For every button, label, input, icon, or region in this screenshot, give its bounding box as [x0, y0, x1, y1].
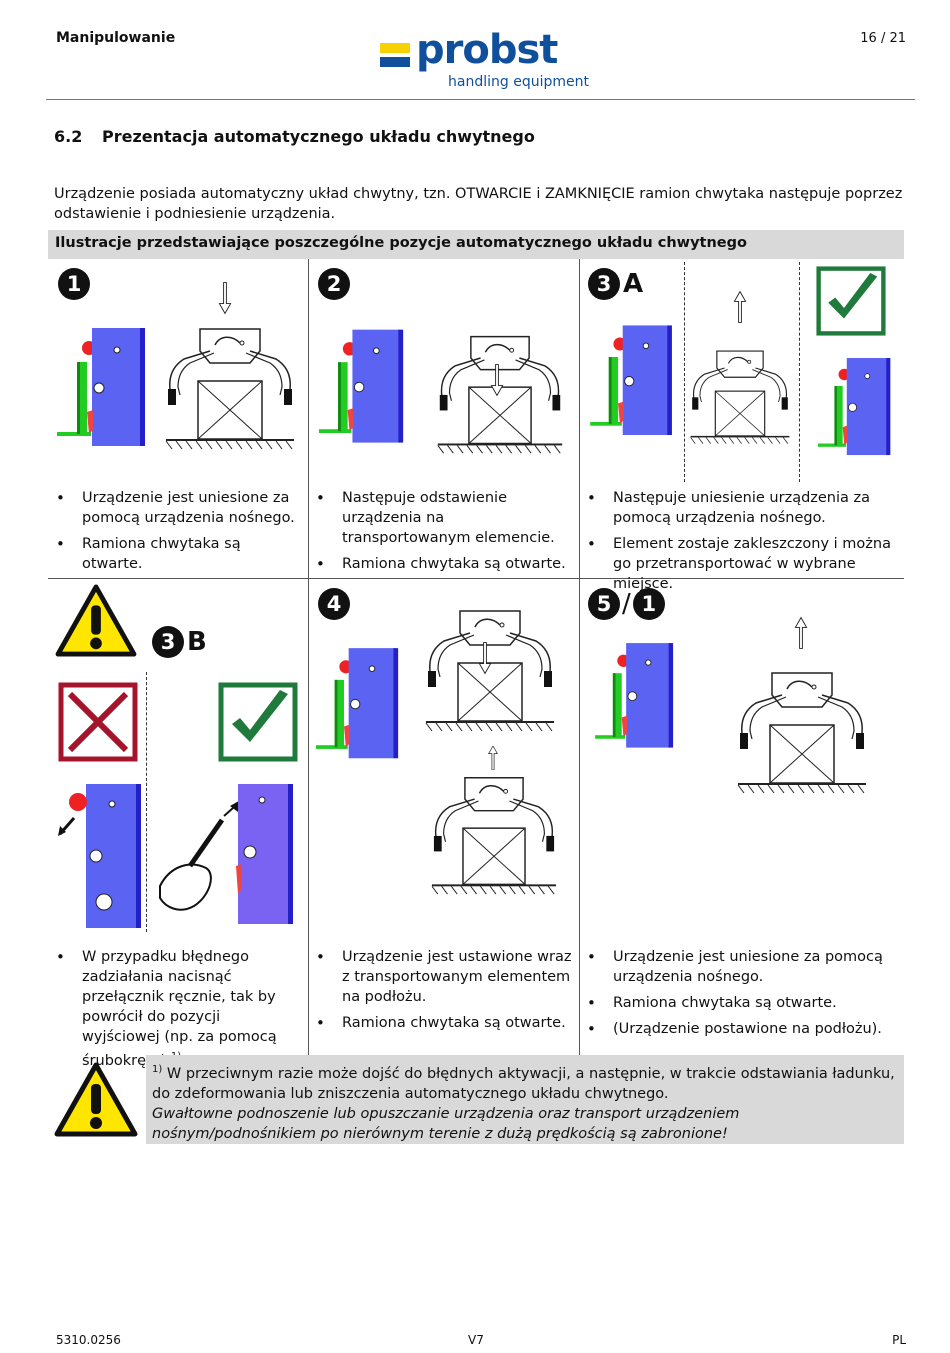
- list-item: Urządzenie jest uniesione za pomocą urzą…: [52, 488, 302, 528]
- check-mark-icon: [816, 266, 886, 336]
- list-item: Następuje uniesienie urządzenia za pomoc…: [583, 488, 901, 528]
- device-lowered-image: [316, 322, 408, 456]
- dashed-divider: [146, 672, 147, 932]
- table-header-title: Ilustracje przedstawiające poszczególne …: [55, 235, 747, 251]
- warning-note: 1) W przeciwnym razie może dojść do błęd…: [146, 1055, 904, 1144]
- step-letter: A: [623, 269, 644, 299]
- list-item: Ramiona chwytaka są otwarte.: [52, 534, 302, 574]
- device-set-down-image: [316, 640, 400, 772]
- grid-line: [308, 259, 309, 1055]
- cell-2-bullets: Następuje odstawienie urządzenia na tran…: [312, 488, 574, 580]
- step-letter: B: [187, 627, 207, 657]
- device-reset-image: [590, 636, 680, 760]
- page-number: 16 / 21: [860, 31, 906, 46]
- header-section-name: Manipulowanie: [56, 30, 176, 46]
- list-item: Urządzenie jest ustawione wraz z transpo…: [312, 947, 576, 1007]
- footer-doc-number: 5310.0256: [56, 1333, 121, 1347]
- screwdriver-hand-icon: [159, 784, 293, 924]
- step-1-marker: 1: [58, 268, 90, 300]
- step-number: 3: [152, 626, 184, 658]
- list-item: Ramiona chwytaka są otwarte.: [312, 554, 574, 574]
- grid-line: [579, 259, 580, 1055]
- step-5-1-marker: 5/1: [588, 588, 665, 620]
- arrow-down-icon: [478, 636, 492, 680]
- list-item: Urządzenie jest uniesione za pomocą urzą…: [583, 947, 901, 987]
- cell-1-bullets: Urządzenie jest uniesione za pomocą urzą…: [52, 488, 302, 580]
- grid-line: [48, 578, 904, 579]
- logo-word: probst: [416, 27, 558, 73]
- step-2-marker: 2: [318, 268, 350, 300]
- warning-triangle-icon: [54, 584, 138, 658]
- warning-triangle-icon: [54, 1062, 138, 1138]
- device-closed-image: [818, 346, 892, 472]
- list-item: Element zostaje zakleszczony i można go …: [583, 534, 901, 594]
- list-item: Następuje odstawienie urządzenia na tran…: [312, 488, 574, 548]
- step-number: 5: [588, 588, 620, 620]
- table-header-band: Ilustracje przedstawiające poszczególne …: [48, 230, 904, 259]
- section-title: Prezentacja automatycznego układu chwytn…: [102, 127, 535, 146]
- gripper-closed-image: [686, 330, 794, 460]
- intro-paragraph: Urządzenie posiada automatyczny układ ch…: [54, 186, 903, 222]
- arrow-up-icon: [733, 288, 747, 326]
- step-number: 1: [58, 268, 90, 300]
- step-number-2: 1: [632, 588, 665, 620]
- list-item: W przypadku błędnego zadziałania nacisną…: [52, 947, 302, 1071]
- step-number: 3: [588, 268, 620, 300]
- cell-3b-bullets: W przypadku błędnego zadziałania nacisną…: [52, 947, 302, 1077]
- step-number: 2: [318, 268, 350, 300]
- logo-mark-icon-bar: [380, 57, 410, 67]
- device-raised-image: [56, 320, 148, 460]
- step-4-marker: 4: [318, 588, 350, 620]
- list-item: Ramiona chwytaka są otwarte.: [312, 1013, 576, 1033]
- warning-note-text: 1) W przeciwnym razie może dojść do błęd…: [152, 1060, 897, 1144]
- cell-3a-bullets: Następuje uniesienie urządzenia za pomoc…: [583, 488, 901, 600]
- check-mark-icon: [218, 682, 298, 762]
- logo-tagline: handling equipment: [448, 74, 589, 90]
- step-separator: /: [622, 589, 631, 619]
- cell-5-bullets: Urządzenie jest uniesione za pomocą urzą…: [583, 947, 901, 1045]
- gripper-open-image: [160, 318, 300, 454]
- footer-version: V7: [468, 1333, 484, 1347]
- arrow-up-icon: [486, 746, 500, 770]
- header-rule: [46, 99, 915, 100]
- note-line-2: Gwałtowne podnoszenie lub opuszczanie ur…: [152, 1105, 740, 1142]
- arrow-down-icon: [490, 360, 504, 400]
- probst-logo: probst handling equipment: [378, 27, 593, 95]
- gripper-lifted-image: [732, 660, 872, 800]
- dashed-divider: [684, 262, 685, 482]
- step-number: 4: [318, 588, 350, 620]
- gripper-released-image: [424, 770, 564, 896]
- list-item-text: W przypadku błędnego zadziałania nacisną…: [82, 949, 277, 1069]
- note-line-1: W przeciwnym razie może dojść do błędnyc…: [152, 1065, 895, 1102]
- section-heading: 6.2 Prezentacja automatycznego układu chw…: [54, 127, 535, 146]
- cross-mark-icon: [58, 682, 138, 762]
- cell-4-bullets: Urządzenie jest ustawione wraz z transpo…: [312, 947, 576, 1039]
- section-number: 6.2: [54, 127, 83, 146]
- footer-language: PL: [892, 1333, 906, 1347]
- device-lifting-image: [588, 318, 676, 448]
- footnote-mark: 1): [152, 1064, 163, 1075]
- arrow-down-icon: [218, 280, 232, 316]
- arrow-up-icon: [794, 612, 808, 654]
- logo-mark-icon: [380, 43, 410, 53]
- list-item: (Urządzenie postawione na podłożu).: [583, 1019, 901, 1039]
- list-item: Ramiona chwytaka są otwarte.: [583, 993, 901, 1013]
- device-misfire-image: [58, 784, 141, 928]
- dashed-divider: [799, 262, 800, 482]
